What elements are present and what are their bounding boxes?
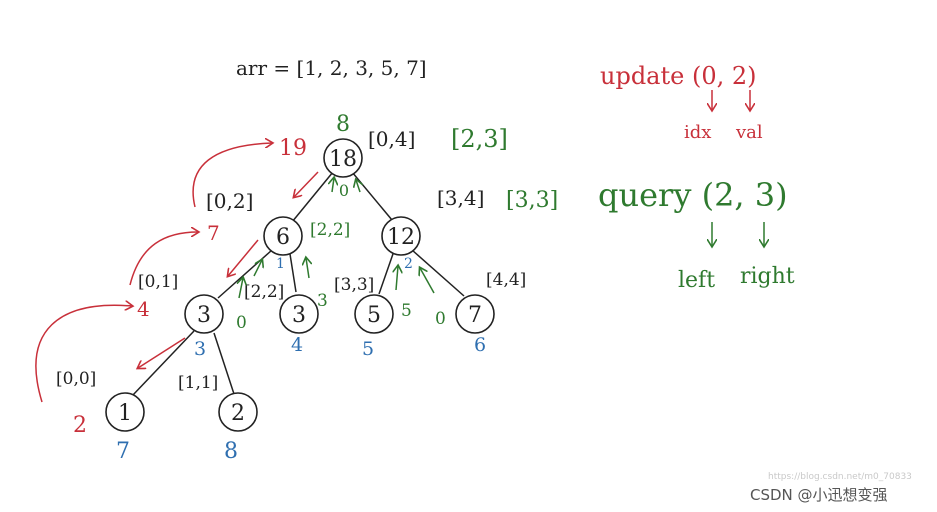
node-3a-value: 3 — [197, 303, 211, 328]
node-1-value: 1 — [118, 401, 132, 426]
range-n3b: [2,2] — [244, 282, 284, 302]
range-n7: [4,4] — [486, 270, 526, 290]
csdn-watermark: CSDN @小迅想变强 — [750, 486, 888, 504]
node-2-value: 2 — [231, 401, 245, 426]
node-7-value: 7 — [468, 303, 482, 328]
green-top-root: 8 — [336, 112, 350, 137]
green-arrows — [239, 178, 435, 299]
update-arg-val: val — [735, 122, 763, 143]
node-root — [323, 138, 363, 178]
blue-idx-n3a: 3 — [194, 338, 206, 360]
blue-idx-n1: 7 — [116, 439, 130, 464]
blue-idx-n7: 6 — [474, 334, 486, 356]
green-below-root: 0 — [339, 181, 349, 200]
red-sum-root: 19 — [279, 136, 307, 161]
node-12 — [381, 216, 421, 256]
node-3b-value: 3 — [292, 303, 306, 328]
node-6 — [263, 216, 303, 256]
range-n3a: [0,1] — [138, 272, 178, 292]
green-right-n3b: 3 — [317, 291, 328, 311]
range-root: [0,4] — [368, 127, 415, 151]
update-arrows — [712, 90, 750, 110]
red-arrows — [35, 143, 319, 403]
green-range-n12: [3,3] — [506, 188, 558, 213]
query-arrows — [712, 222, 764, 246]
query-call: query (2, 3) — [598, 176, 788, 214]
blue-idx-n12: 2 — [404, 256, 413, 272]
node-2 — [218, 392, 258, 432]
green-left-n7: 0 — [435, 309, 446, 329]
update-arg-idx: idx — [684, 122, 711, 143]
red-sum-n3a: 4 — [137, 297, 150, 321]
red-sum-n6: 7 — [207, 221, 220, 245]
query-arg-right: right — [740, 264, 795, 289]
node-3a — [184, 294, 224, 334]
red-sum-n1: 2 — [73, 413, 87, 438]
blue-idx-n6: 1 — [276, 256, 285, 272]
range-n6: [0,2] — [206, 189, 253, 213]
update-call: update (0, 2) — [600, 62, 757, 90]
node-5-value: 5 — [367, 303, 381, 328]
green-range-root: [2,3] — [451, 125, 508, 153]
green-range-n6: [2,2] — [310, 220, 350, 240]
range-n5: [3,3] — [334, 275, 374, 295]
node-12-value: 12 — [387, 225, 415, 250]
green-left-n3a: 0 — [236, 313, 247, 333]
node-root-value: 18 — [329, 147, 357, 172]
blue-idx-n2: 8 — [224, 439, 238, 464]
node-7 — [455, 294, 495, 334]
node-5 — [354, 294, 394, 334]
array-label: arr = [1, 2, 3, 5, 7] — [236, 56, 427, 80]
tree-edges — [131, 171, 465, 397]
blue-idx-n5: 5 — [362, 338, 374, 360]
range-n12: [3,4] — [437, 186, 484, 210]
blue-idx-n3b: 4 — [291, 334, 303, 356]
faint-watermark: https://blog.csdn.net/m0_70833 — [768, 472, 912, 482]
node-6-value: 6 — [276, 225, 290, 250]
node-1 — [105, 392, 145, 432]
green-right-n5: 5 — [401, 301, 412, 321]
range-n1: [0,0] — [56, 369, 96, 389]
query-arg-left: left — [678, 268, 715, 293]
tree-nodes — [105, 138, 495, 432]
range-n2: [1,1] — [178, 373, 218, 393]
node-3b — [279, 294, 319, 334]
